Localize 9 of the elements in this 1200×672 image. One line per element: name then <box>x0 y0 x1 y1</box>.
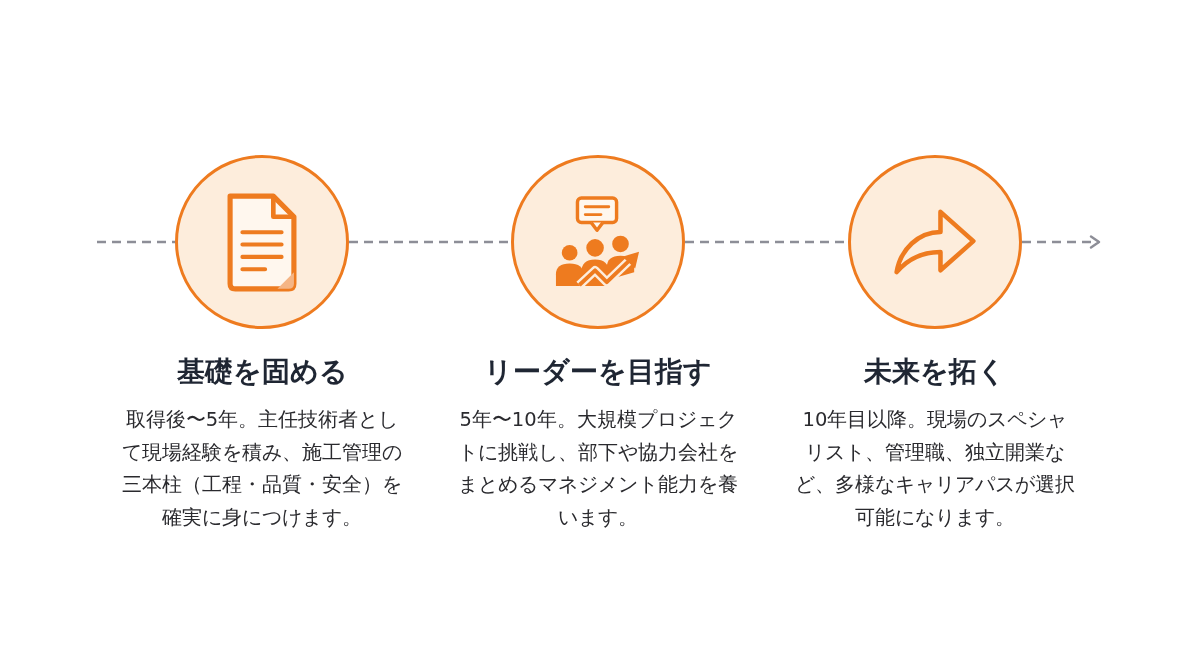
connector-line <box>97 240 175 244</box>
stage-description: 取得後〜5年。主任技術者として現場経験を積み、施工管理の三本柱（工程・品質・安全）を確実に身につけます。 <box>121 407 403 531</box>
stage-title: 基礎を固める <box>176 354 348 390</box>
stage-description: 5年〜10年。大規模プロジェクトに挑戦し、部下や協力会社をまとめるマネジメント能力を養います。 <box>457 407 739 531</box>
stage-description: 10年目以降。現場のスペシャリスト、管理職、独立開業など、多様なキャリアパスが選択可能になります。 <box>794 407 1076 531</box>
stage-title: リーダーを目指す <box>484 354 712 390</box>
connector-arrow <box>1022 235 1101 249</box>
stage-title: 未来を拓く <box>864 354 1006 390</box>
connector-line <box>349 240 511 244</box>
